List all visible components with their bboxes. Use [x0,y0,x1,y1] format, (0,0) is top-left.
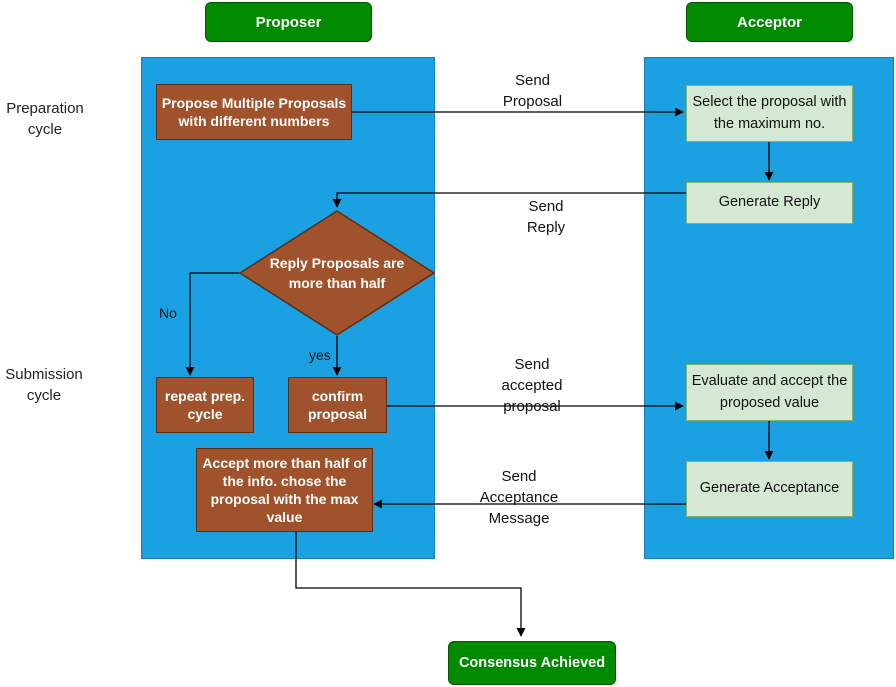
submission-cycle-text: Submission cycle [5,366,83,404]
submission-cycle-label: Submission cycle [0,364,88,406]
propose-multiple-box: Propose Multiple Proposals with differen… [156,84,352,140]
evaluate-accept-box: Evaluate and accept the proposed value [686,364,853,421]
send-reply-label: Send Reply [526,198,566,236]
preparation-cycle-text: Preparation cycle [6,100,84,138]
edge-to-consensus [295,532,526,637]
proposer-header: Proposer [205,2,372,42]
send-proposal-label: Send Proposal [502,72,563,110]
edge-no [185,272,240,376]
repeat-prep-box: repeat prep. cycle [156,377,254,433]
accept-half-box: Accept more than half of the info. chose… [196,448,373,532]
send-accepted-label: Send accepted proposal [501,356,563,415]
decision-diamond [238,210,436,336]
confirm-proposal-box: confirm proposal [288,377,387,433]
consensus-achieved-box: Consensus Achieved [448,641,616,685]
yes-label: yes [309,347,331,363]
no-label: No [159,305,177,321]
edge-send-reply [332,192,686,208]
select-proposal-box: Select the proposal with the maximum no. [686,85,853,142]
preparation-cycle-label: Preparation cycle [0,98,90,140]
decision-text: Reply Proposals are more than half [269,254,405,291]
send-acceptance-label: Send Acceptance Message [479,468,559,527]
acceptor-header: Acceptor [686,2,853,42]
generate-reply-box: Generate Reply [686,182,853,224]
generate-acceptance-box: Generate Acceptance [686,461,853,517]
